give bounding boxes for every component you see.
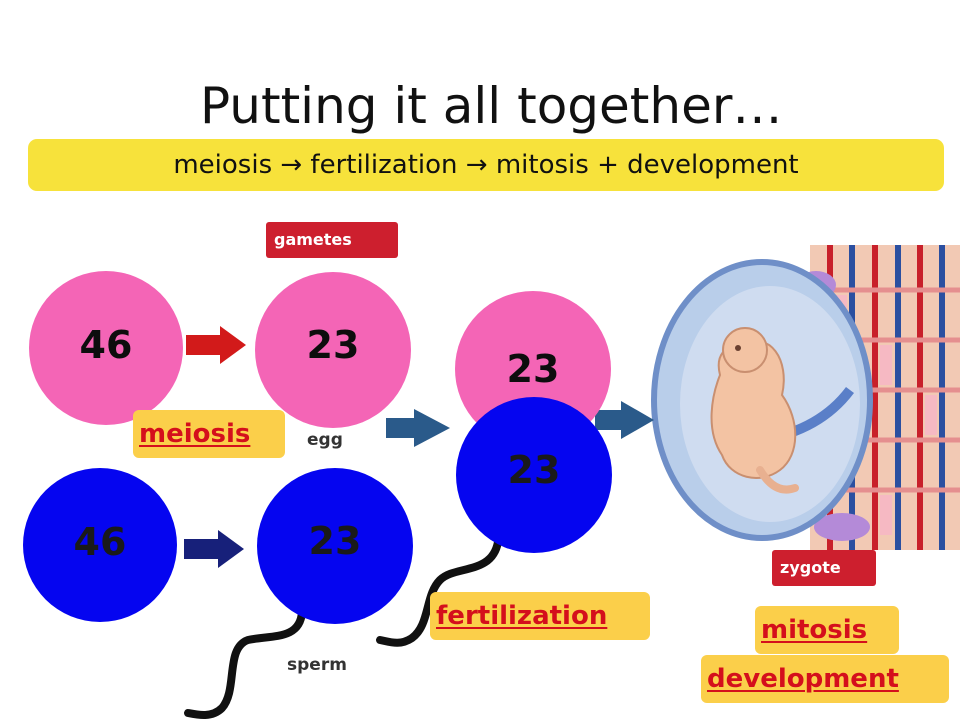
fertilization-label: fertilization — [430, 592, 650, 640]
egg-parent-cell: 46 — [29, 271, 183, 425]
banner-text: meiosis → fertilization → mitosis + deve… — [173, 150, 799, 180]
arrow-meiosis-sperm — [184, 530, 244, 568]
chromosome-count: 46 — [79, 323, 133, 367]
chromosome-count: 23 — [306, 323, 360, 367]
chromosome-count: 23 — [506, 347, 560, 391]
arrow-meiosis-egg — [186, 326, 246, 364]
arrow-to-development — [595, 401, 654, 439]
process-banner: meiosis → fertilization → mitosis + deve… — [28, 139, 944, 191]
meiosis-label: meiosis — [133, 410, 285, 458]
embryo-illustration — [651, 245, 960, 550]
sperm-cell: 23 — [257, 468, 413, 624]
sperm-tail-2 — [376, 538, 502, 647]
page-title: Putting it all together… — [200, 77, 783, 135]
egg-cell: 23 — [255, 272, 411, 428]
zygote-tag: zygote — [772, 550, 876, 586]
chromosome-count: 46 — [73, 520, 127, 564]
development-label: development — [701, 655, 949, 703]
sperm-caption: sperm — [287, 655, 347, 675]
chromosome-count: 23 — [308, 519, 362, 563]
chromosome-count: 23 — [507, 448, 561, 492]
egg-caption: egg — [307, 430, 343, 450]
fertilizing-sperm-cell: 23 — [456, 397, 612, 553]
mitosis-label: mitosis — [755, 606, 899, 654]
sperm-parent-cell: 46 — [23, 468, 177, 622]
gametes-tag: gametes — [266, 222, 398, 258]
sperm-tail-1 — [184, 608, 306, 719]
arrow-to-fertilization — [386, 409, 450, 447]
